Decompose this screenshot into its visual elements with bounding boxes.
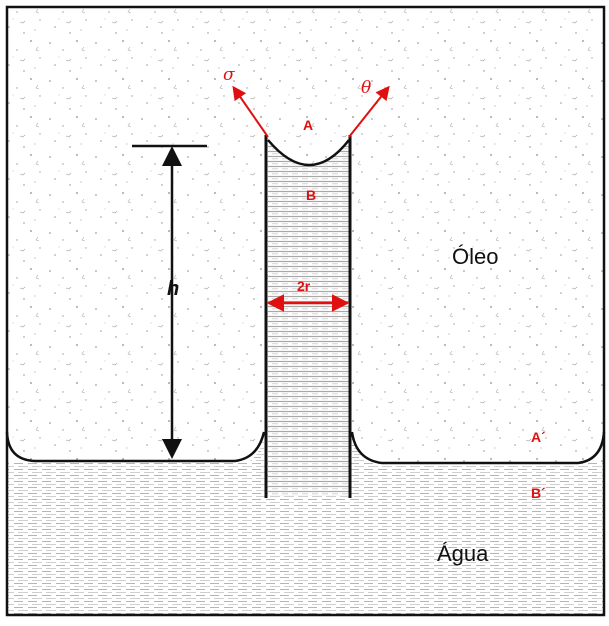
theta-label: θ — [361, 78, 371, 98]
theta-vector — [348, 85, 390, 138]
sigma-label: σ — [223, 65, 235, 85]
diameter-label: 2r — [297, 278, 311, 294]
capillary-water-column — [268, 140, 351, 496]
point-b-prime-label: B´ — [531, 485, 546, 501]
oil-label: Óleo — [452, 244, 498, 269]
meniscus — [267, 139, 350, 167]
interface-right — [350, 431, 606, 465]
water-label: Água — [437, 541, 489, 566]
interface-left — [5, 431, 266, 463]
height-label: h — [167, 278, 179, 300]
point-a-label: A — [303, 117, 313, 133]
point-b-label: B — [306, 187, 316, 203]
container-frame — [5, 5, 606, 617]
point-a-prime-label: A´ — [531, 429, 546, 445]
sigma-vector — [232, 85, 269, 138]
